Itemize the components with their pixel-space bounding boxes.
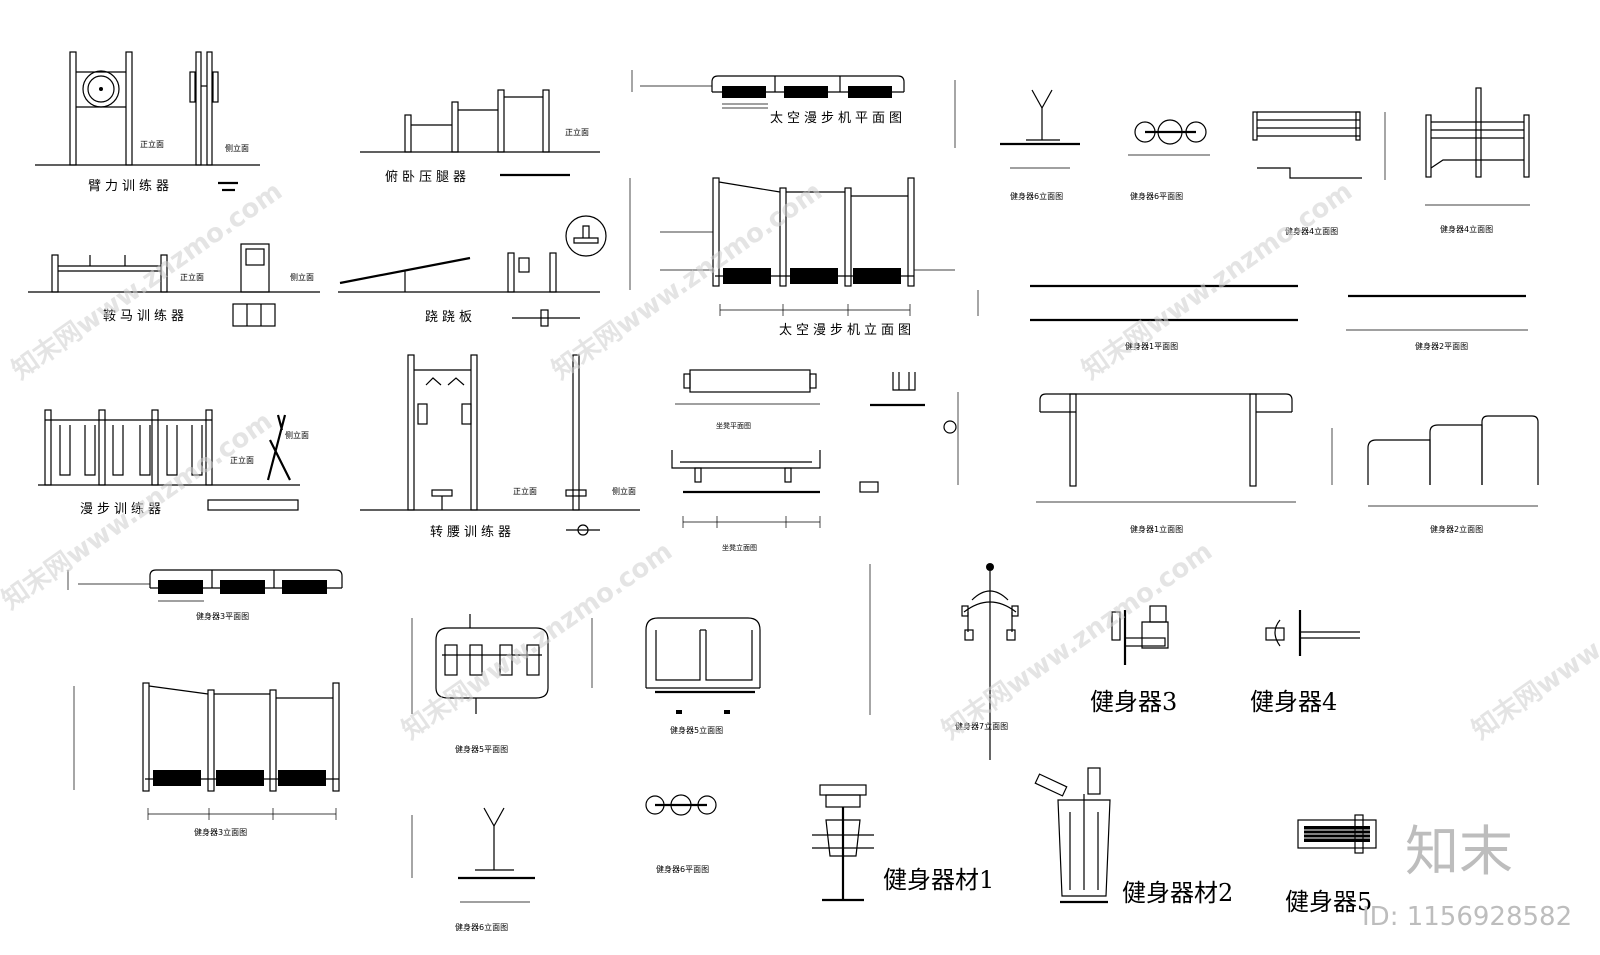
fitness2-plan-caption: 健身器2平面图: [1415, 341, 1468, 351]
fitness2-elev-caption: 健身器2立面图: [1430, 524, 1483, 534]
fitness6-bottom-elev-drawing: [411, 807, 535, 903]
seat-elev-caption: 坐凳立面图: [722, 543, 757, 552]
waist-trainer-caption: 转腰训练器: [430, 525, 515, 540]
fitness3-plan-drawing: [67, 569, 343, 602]
leg-press-front-label: 正立面: [565, 127, 589, 137]
fitness5-plan-drawing: [411, 614, 549, 714]
equip5-drawing: [1297, 814, 1377, 854]
fitness6-top-drawing: [954, 80, 1210, 169]
fitness6-bottom-elev-caption: 健身器6立面图: [455, 922, 508, 932]
saddle-trainer-drawing: [28, 243, 320, 327]
fitness1-elev-caption: 健身器1立面图: [1130, 524, 1183, 534]
leg-press-caption: 俯卧压腿器: [385, 169, 470, 185]
id-label: ID: 1156928582: [1362, 902, 1572, 932]
watermark-text: 知末网www.znzmo.com: [1467, 536, 1600, 745]
arm-trainer-front-label: 正立面: [140, 139, 164, 149]
fitness3-plan-caption: 健身器3平面图: [196, 611, 249, 621]
fitness4-elev-caption-a: 健身器4立面图: [1285, 226, 1338, 236]
fitness3-elev-drawing: [73, 682, 340, 820]
fitness6-elev-caption: 健身器6立面图: [1010, 191, 1063, 201]
fitness12-plan-drawing: [977, 284, 1528, 331]
space-walker-plan-drawing: [631, 70, 905, 109]
fitness1-elev-drawing: [957, 392, 1296, 503]
fitness5-plan-caption: 健身器5平面图: [455, 744, 508, 754]
arm-trainer-side-label: 侧立面: [225, 143, 249, 153]
space-walker-elev-drawing: [629, 177, 955, 316]
fitness7-elev-caption: 健身器7立面图: [955, 721, 1008, 731]
fitness6-plan-caption: 健身器6平面图: [1130, 191, 1183, 201]
watermark-layer: 知末网www.znzmo.com 知末网www.znzmo.com 知末网www…: [0, 176, 1600, 932]
fitness2-elev-drawing: [1331, 415, 1539, 507]
space-walker-plan-caption: 太空漫步机平面图: [770, 111, 906, 126]
walk-trainer-caption: 漫步训练器: [80, 502, 165, 517]
saddle-trainer-caption: 鞍马训练器: [103, 308, 188, 324]
walk-trainer-drawing: [38, 409, 300, 511]
equip3-drawing: [1111, 605, 1169, 665]
leg-press-drawing: [360, 89, 600, 177]
equip4-drawing: [1265, 610, 1360, 656]
waist-side-label: 侧立面: [612, 486, 636, 496]
equip3-label: 健身器3: [1090, 688, 1177, 716]
waist-front-label: 正立面: [513, 486, 537, 496]
seesaw-drawing: [338, 215, 607, 327]
watermark-text: 知末网www.znzmo.com: [397, 536, 678, 745]
material1-drawing: [812, 784, 874, 902]
arm-trainer-caption: 臂力训练器: [88, 179, 173, 194]
fitness4-elev-caption-b: 健身器4立面图: [1440, 224, 1493, 234]
saddle-side-label: 侧立面: [290, 272, 314, 282]
walk-front-label: 正立面: [230, 455, 254, 465]
material1-label: 健身器材1: [883, 866, 994, 894]
fitness3-elev-caption: 健身器3立面图: [194, 827, 247, 837]
fitness5-elev-drawing: [591, 617, 761, 714]
watermark-text: 知末网www.znzmo.com: [7, 176, 288, 385]
fitness6-bottom-plan-drawing: [645, 794, 717, 816]
fitness5-elev-caption: 健身器5立面图: [670, 725, 723, 735]
space-walker-elev-caption: 太空漫步机立面图: [779, 323, 915, 338]
equip4-label: 健身器4: [1250, 688, 1337, 716]
seat-drawing: [671, 369, 957, 528]
fitness4-top-drawing: [1252, 87, 1530, 206]
fitness1-plan-caption: 健身器1平面图: [1125, 341, 1178, 351]
waist-trainer-drawing: [360, 354, 640, 536]
brand-logo: 知末: [1405, 820, 1513, 883]
material2-drawing: [1034, 767, 1111, 904]
seesaw-caption: 跷跷板: [425, 309, 476, 325]
walk-side-label: 侧立面: [285, 430, 309, 440]
fitness6-bottom-plan-caption: 健身器6平面图: [656, 864, 709, 874]
equip5-label: 健身器5: [1285, 888, 1372, 916]
arm-trainer-drawing: [35, 51, 260, 192]
saddle-front-label: 正立面: [180, 272, 204, 282]
material2-label: 健身器材2: [1122, 879, 1233, 907]
watermark-text: 知末网www.znzmo.com: [1077, 176, 1358, 385]
fitness7-elev-drawing: [869, 563, 1019, 760]
seat-plan-caption: 坐凳平面图: [716, 421, 751, 430]
